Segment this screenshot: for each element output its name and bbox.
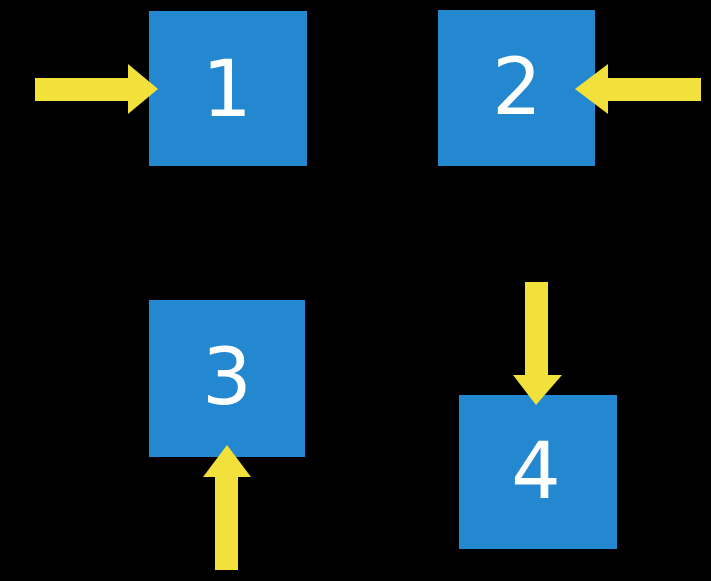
square-4-label: 4 [511, 427, 561, 517]
arrow-right-into-square-1 [35, 64, 158, 114]
square-1 [149, 11, 307, 166]
arrow-left-into-square-2 [575, 64, 701, 114]
square-2-label: 2 [492, 43, 542, 133]
square-3-label: 3 [202, 333, 252, 423]
square-2 [438, 10, 595, 166]
arrow-down-into-square-4 [513, 282, 562, 405]
square-1-label: 1 [202, 45, 252, 135]
arrow-up-into-square-3 [203, 445, 251, 570]
square-3 [149, 300, 305, 457]
square-4 [459, 395, 617, 549]
